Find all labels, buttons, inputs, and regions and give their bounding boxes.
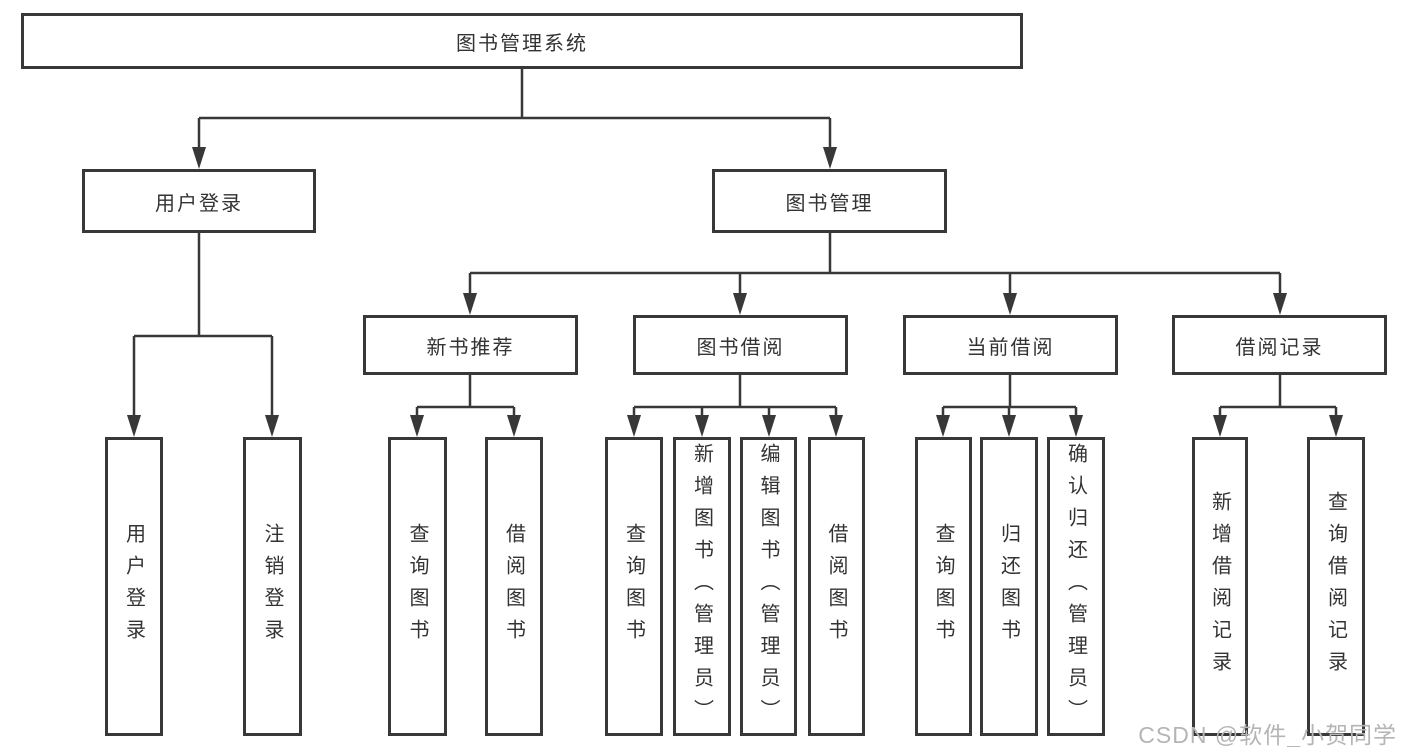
node-label: 借阅图书 — [825, 522, 847, 651]
node-label: 查询图书 — [932, 522, 954, 651]
node-label: 确认归还（管理员） — [1064, 442, 1087, 731]
node-label: 新书推荐 — [426, 336, 515, 359]
node-label: 用户登录 — [155, 192, 243, 215]
leaf-search-books-recommend: 查询图书 — [388, 437, 447, 736]
leaf-add-borrow-record: 新增借阅记录 — [1192, 437, 1248, 736]
node-label: 借阅图书 — [502, 522, 525, 651]
node-label: 编辑图书（管理员） — [757, 442, 779, 731]
leaf-search-books-current: 查询图书 — [915, 437, 972, 736]
node-label: 查询借阅记录 — [1324, 490, 1347, 683]
node-label: 图书管理 — [785, 192, 874, 215]
node-label: 图书管理系统 — [456, 32, 588, 55]
node-label: 借阅记录 — [1235, 336, 1324, 359]
leaf-return-books: 归还图书 — [980, 437, 1038, 736]
node-current-borrowing: 当前借阅 — [903, 315, 1118, 375]
leaf-search-books-borrow: 查询图书 — [605, 437, 663, 736]
node-user-login: 用户登录 — [82, 169, 316, 233]
node-label: 用户登录 — [122, 522, 145, 651]
node-book-management: 图书管理 — [712, 169, 947, 233]
node-borrowing-records: 借阅记录 — [1172, 315, 1387, 375]
leaf-search-borrow-record: 查询借阅记录 — [1307, 437, 1365, 736]
leaf-borrow-books: 借阅图书 — [808, 437, 865, 736]
leaf-borrow-books-recommend: 借阅图书 — [485, 437, 543, 736]
node-library-management-system: 图书管理系统 — [21, 13, 1023, 69]
node-new-book-recommendation: 新书推荐 — [363, 315, 578, 375]
leaf-user-login: 用户登录 — [105, 437, 163, 736]
node-label: 新增借阅记录 — [1208, 490, 1231, 683]
leaf-logout: 注销登录 — [243, 437, 302, 736]
node-label: 查询图书 — [406, 522, 428, 651]
csdn-watermark: CSDN @软件_小贺同学 — [1138, 722, 1397, 747]
leaf-edit-books-admin: 编辑图书（管理员） — [740, 437, 797, 736]
node-label: 图书借阅 — [696, 336, 785, 359]
node-label: 注销登录 — [261, 522, 283, 651]
node-label: 查询图书 — [622, 522, 645, 651]
leaf-confirm-return-admin: 确认归还（管理员） — [1047, 437, 1105, 736]
node-label: 归还图书 — [997, 522, 1020, 651]
leaf-add-books-admin: 新增图书（管理员） — [673, 437, 731, 736]
node-book-borrowing: 图书借阅 — [633, 315, 848, 375]
node-label: 新增图书（管理员） — [690, 442, 713, 731]
connector-path — [132, 67, 1338, 418]
node-label: 当前借阅 — [966, 336, 1055, 359]
